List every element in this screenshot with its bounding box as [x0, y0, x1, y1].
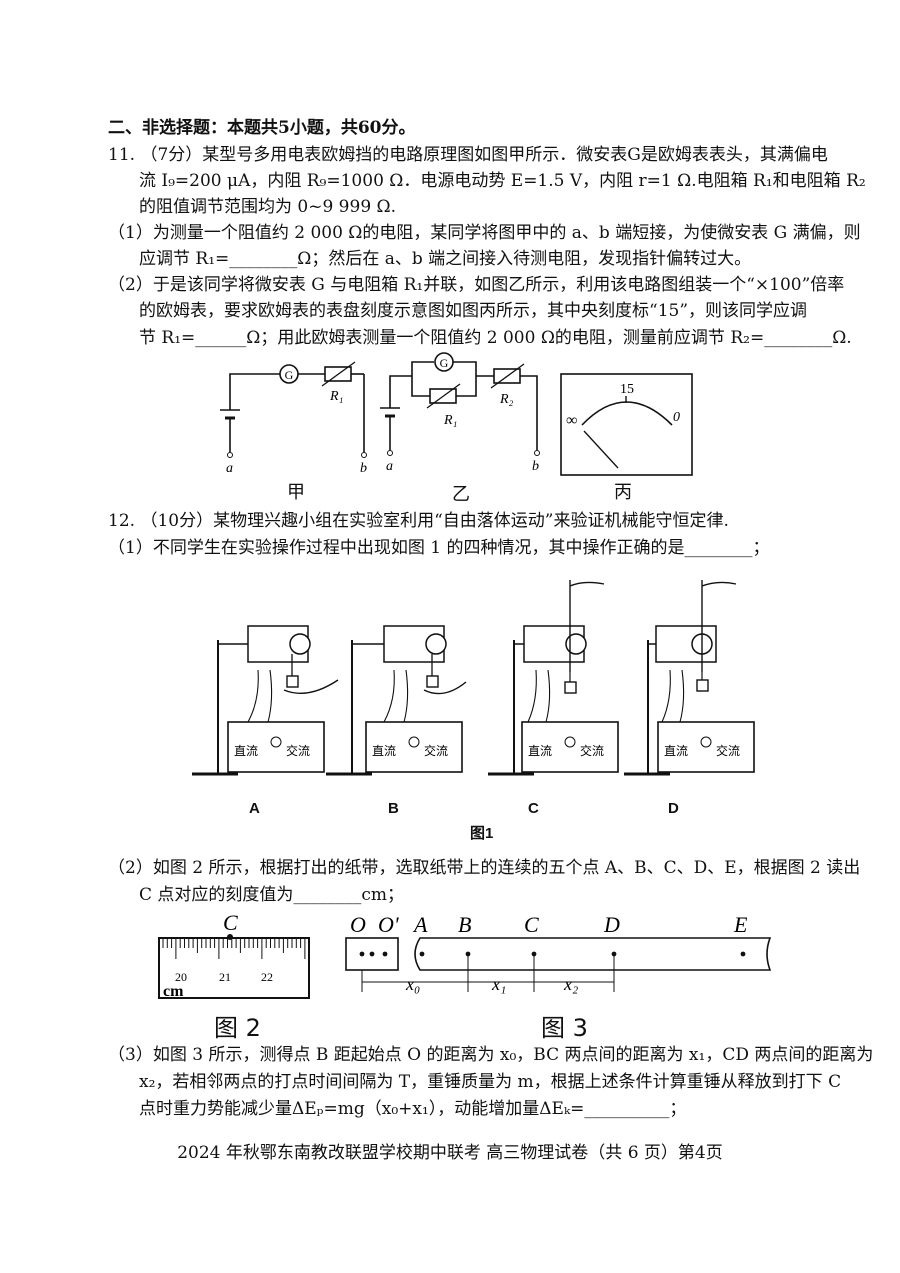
- ac-label-b: 交流: [424, 743, 448, 758]
- q12-part2-a: （2）如图 2 所示，根据打出的纸带，选取纸带上的连续的五个点 A、B、C、D、…: [108, 858, 861, 878]
- q11-part1-a: （1）为测量一个阻值约 2 000 Ω的电阻，某同学将图甲中的 a、b 端短接，…: [108, 223, 861, 243]
- tape-x0: x₀: [405, 974, 420, 994]
- ac-label-a: 交流: [286, 743, 310, 758]
- apparatus-d: 直流 交流: [624, 580, 755, 776]
- q11-part2-b: 的欧姆表，要求欧姆表的表盘刻度示意图如图丙所示，其中央刻度标“15”，则该同学应…: [139, 301, 808, 321]
- tape-point-o: O: [350, 912, 366, 937]
- caption-jia: 甲: [287, 482, 305, 503]
- dc-label-b: 直流: [372, 744, 396, 758]
- apparatus-b: 直流 交流: [326, 625, 467, 776]
- circuit-yi: G R₁ R₂ a b: [380, 352, 540, 474]
- ac-label-d: 交流: [716, 743, 740, 758]
- q12-part2-b: C 点对应的刻度值为________cm；: [139, 885, 405, 905]
- ruler-point-c: C: [223, 910, 238, 935]
- fig1-label-b: B: [388, 800, 399, 817]
- fig1-label-c: C: [528, 800, 539, 817]
- q11-part1-b: 应调节 R₁=________Ω；然后在 a、b 端之间接入待测电阻，发现指针偏…: [139, 249, 752, 269]
- fig1-label-d: D: [668, 800, 679, 817]
- fig2-caption: 图 2: [214, 1014, 261, 1042]
- terminal-a: a: [226, 461, 233, 476]
- dc-label-a: 直流: [234, 744, 258, 758]
- ruler-tick-20: 20: [175, 970, 187, 984]
- ruler-figure: C 20 21 22 cm: [158, 910, 310, 1000]
- apparatus-a: 直流 交流: [192, 625, 339, 776]
- r1-label-yi: R₁: [443, 413, 457, 428]
- dc-label-d: 直流: [664, 744, 688, 758]
- terminal-a-yi: a: [386, 459, 393, 474]
- q11-line1: 11. （7分）某型号多用电表欧姆挡的电路原理图如图甲所示．微安表G是欧姆表表头…: [108, 145, 828, 165]
- galvanometer-g-label-yi: G: [440, 356, 449, 370]
- ruler-tick-22: 22: [261, 970, 273, 984]
- fig1-label-a: A: [249, 800, 260, 817]
- tape-point-o-prime: O': [378, 912, 399, 937]
- terminal-b-yi: b: [532, 459, 539, 474]
- ac-label-c: 交流: [580, 743, 604, 758]
- dial-mid-label: 15: [620, 382, 634, 397]
- tape-point-a: A: [412, 912, 428, 937]
- caption-yi: 乙: [452, 484, 470, 505]
- fig3-caption: 图 3: [541, 1014, 588, 1042]
- r1-label: R₁: [329, 389, 343, 404]
- fig1-caption: 图1: [470, 825, 494, 842]
- q12-line1: 12. （10分）某物理兴趣小组在实验室利用“自由落体运动”来验证机械能守恒定律…: [108, 511, 729, 531]
- q12-part1: （1）不同学生在实验操作过程中出现如图 1 的四种情况，其中操作正确的是____…: [108, 538, 770, 558]
- circuit-jia: G R₁ a b: [220, 361, 367, 476]
- terminal-b: b: [360, 461, 367, 476]
- r2-label: R₂: [499, 392, 514, 407]
- galvanometer-g-label: G: [285, 368, 294, 382]
- tape-figure: O O' A B C D E x₀ x₁ x₂: [345, 912, 772, 994]
- tape-point-e: E: [733, 912, 748, 937]
- tape-x2: x₂: [563, 974, 578, 994]
- ohmmeter-dial: 15 ∞ 0: [560, 373, 693, 476]
- q11-line2: 流 I₉=200 μA，内阻 R₉=1000 Ω．电源电动势 E=1.5 V，内…: [139, 171, 866, 191]
- apparatus-c: 直流 交流: [488, 580, 619, 776]
- tape-point-d: D: [603, 912, 620, 937]
- q12-part3-a: （3）如图 3 所示，测得点 B 距起始点 O 的距离为 x₀，BC 两点间的距…: [108, 1045, 874, 1065]
- dial-zero-label: 0: [673, 410, 680, 425]
- caption-bing: 丙: [614, 482, 632, 503]
- dc-label-c: 直流: [528, 744, 552, 758]
- dial-infinity-label: ∞: [566, 412, 577, 429]
- q12-part3-b: x₂，若相邻两点的打点时间间隔为 T，重锤质量为 m，根据上述条件计算重锤从释放…: [139, 1072, 842, 1092]
- q11-part2-c: 节 R₁=______Ω；用此欧姆表测量一个阻值约 2 000 Ω的电阻，测量前…: [139, 328, 852, 348]
- tape-point-c: C: [524, 912, 539, 937]
- section-heading: 二、非选择题：本题共5小题，共60分。: [108, 118, 416, 138]
- q12-part3-c: 点时重力势能减少量ΔEₚ=mg（x₀+x₁），动能增加量ΔEₖ=________…: [139, 1099, 687, 1119]
- ruler-tick-21: 21: [219, 970, 231, 984]
- ruler-unit: cm: [163, 983, 184, 1000]
- page-footer: 2024 年秋鄂东南教改联盟学校期中联考 高三物理试卷（共 6 页）第4页: [177, 1143, 723, 1163]
- q11-line3: 的阻值调节范围均为 0~9 999 Ω.: [139, 197, 397, 217]
- q11-part2-a: （2）于是该同学将微安表 G 与电阻箱 R₁并联，如图乙所示，利用该电路图组装一…: [108, 275, 845, 295]
- tape-point-b: B: [458, 912, 471, 937]
- tape-x1: x₁: [491, 974, 506, 994]
